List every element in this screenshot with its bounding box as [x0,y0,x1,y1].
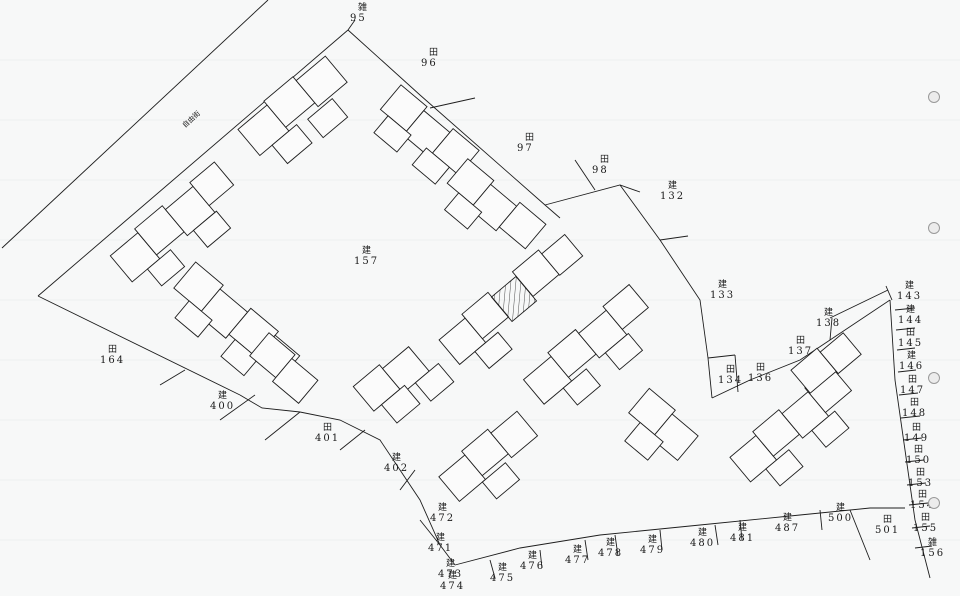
parcel-kind: 建 [448,569,457,581]
parcel-number: 472 [430,513,455,524]
parcel-kind: 建 [498,561,507,573]
parcel-number: 477 [565,555,590,566]
parcel-kind: 建 [698,526,707,538]
parcel-number: 487 [775,523,800,534]
binder-hole [928,497,940,509]
road-label: 自由街 [180,109,202,130]
parcel-kind: 田 [525,132,534,143]
parcel-number: 98 [592,165,609,176]
parcel-kind: 田 [910,397,919,408]
parcel-number: 133 [710,290,735,301]
parcel-number: 137 [788,346,813,357]
parcel-kind: 田 [600,154,609,165]
parcel-number: 134 [718,375,743,386]
parcel-number: 154 [910,500,935,511]
parcel-number: 95 [350,13,367,24]
parcel-kind: 建 [905,279,914,291]
parcel-number: 149 [904,433,929,444]
binder-hole [928,372,940,384]
building-footprints [109,55,862,502]
binder-hole [928,91,940,103]
parcel-kind: 田 [908,374,917,385]
parcel-number: 501 [875,525,900,536]
parcel-number: 143 [897,291,922,302]
parcel-kind: 建 [392,451,401,463]
parcel-number: 136 [748,373,773,384]
parcel-kind: 建 [438,501,447,513]
parcel-number: 97 [517,143,534,154]
parcel-kind: 田 [916,467,925,478]
parcel-number: 401 [315,433,340,444]
parcel-kind: 田 [914,444,923,455]
parcel-number: 155 [913,523,938,534]
parcel-kind: 建 [606,536,615,548]
parcel-number: 156 [920,548,945,559]
parcel-number: 473 [438,569,463,580]
parcel-kind: 田 [906,327,915,338]
parcel-kind: 田 [883,514,892,525]
parcel-number: 475 [490,573,515,584]
parcel-kind: 田 [726,364,735,375]
parcel-kind: 田 [323,422,332,433]
parcel-kind: 建 [783,511,792,523]
parcel-kind: 建 [573,543,582,555]
parcel-number: 144 [898,315,923,326]
parcel-labels: 雑95田96田97田98建132建133田134田136田137建138建157… [100,1,945,592]
parcel-number: 138 [816,318,841,329]
parcel-number: 164 [100,355,125,366]
parcel-kind: 建 [362,244,371,256]
parcel-number: 150 [906,455,931,466]
parcel-kind: 田 [921,512,930,523]
parcel-number: 474 [440,581,465,592]
parcel-number: 157 [354,256,379,267]
parcel-kind: 建 [718,278,727,290]
parcel-number: 479 [640,545,665,556]
parcel-kind: 建 [528,549,537,561]
parcel-number: 480 [690,538,715,549]
parcel-number: 145 [898,338,923,349]
parcel-number: 471 [428,543,453,554]
parcel-number: 153 [908,478,933,489]
parcel-number: 402 [384,463,409,474]
boundary-lines [1,0,933,579]
parcel-kind: 田 [429,47,438,58]
parcel-kind: 建 [668,179,677,191]
parcel-number: 400 [210,401,235,412]
parcel-number: 476 [520,561,545,572]
parcel-kind: 建 [648,533,657,545]
parcel-kind: 建 [824,306,833,318]
parcel-kind: 建 [218,389,227,401]
parcel-kind: 建 [738,521,747,533]
parcel-kind: 雑 [358,1,367,13]
parcel-number: 132 [660,191,685,202]
parcel-kind: 建 [907,349,916,361]
parcel-kind: 田 [796,335,805,346]
parcel-kind: 建 [836,501,845,513]
parcel-kind: 雑 [928,536,937,548]
parcel-kind: 建 [436,531,445,543]
parcel-kind: 田 [756,362,765,373]
parcel-kind: 建 [446,557,455,569]
parcel-number: 146 [899,361,924,372]
parcel-number: 481 [730,533,755,544]
parcel-kind: 田 [108,344,117,355]
parcel-kind: 田 [918,489,927,500]
parcel-kind: 建 [906,303,915,315]
parcel-number: 148 [902,408,927,419]
parcel-number: 478 [598,548,623,559]
parcel-number: 147 [900,385,925,396]
binder-hole [928,222,940,234]
parcel-kind: 田 [912,422,921,433]
parcel-number: 500 [828,513,853,524]
parcel-number: 96 [421,58,438,69]
